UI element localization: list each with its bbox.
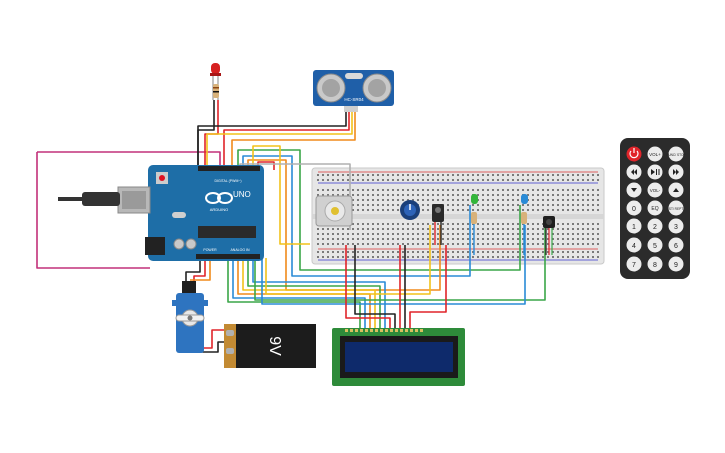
- breadboard[interactable]: [311, 167, 605, 265]
- wire-lcd-6: [252, 258, 386, 330]
- remote-0-button[interactable]: 0: [626, 200, 642, 216]
- battery-9v[interactable]: 9V: [224, 324, 316, 368]
- remote-1-button[interactable]: 1: [626, 218, 642, 234]
- remote-next-button[interactable]: [668, 164, 684, 180]
- vol-down-label: VOL-: [650, 188, 661, 193]
- potentiometer[interactable]: [400, 200, 420, 220]
- power-label: POWER: [203, 248, 217, 252]
- wire-green-top: [237, 149, 521, 271]
- wire-lcd-black-a: [354, 245, 396, 330]
- digit-label: 7: [632, 262, 636, 269]
- wire-servo-black: [185, 258, 201, 282]
- remote-9-button[interactable]: 9: [668, 256, 684, 272]
- wires: [36, 100, 546, 353]
- red-led[interactable]: [210, 63, 221, 100]
- func-stop-label: FUNC/ STOP: [666, 153, 685, 157]
- board-model: UNO: [233, 190, 251, 199]
- st-rept-label: ST/ REPT: [669, 207, 683, 211]
- microcontroller-chip: [198, 226, 256, 238]
- remote-eq-button[interactable]: EQ: [647, 200, 663, 216]
- fast-forward-icon: [673, 169, 679, 175]
- green-led-resistor: [471, 212, 477, 224]
- digit-label: 5: [653, 243, 657, 250]
- remote-up-button[interactable]: [668, 182, 684, 198]
- remote-play-pause-button[interactable]: [647, 164, 663, 180]
- ir-receiver[interactable]: [543, 216, 555, 255]
- wire-blue-top: [242, 155, 471, 277]
- wire-magenta-loop: [36, 151, 221, 269]
- wire-lcd-4: [242, 258, 376, 330]
- wire-orange-top: [247, 159, 441, 291]
- remote-prev-button[interactable]: [626, 164, 642, 180]
- rewind-icon: [631, 169, 637, 175]
- remote-vol-up-button[interactable]: VOL+: [647, 146, 663, 162]
- green-led[interactable]: [471, 194, 478, 255]
- ir-remote[interactable]: VOL+ FUNC/ STOP VOL-: [620, 138, 690, 279]
- eq-label: EQ: [651, 206, 658, 212]
- digit-label: 0: [632, 206, 636, 213]
- wire-yellow-bottom: [265, 225, 431, 295]
- remote-2-button[interactable]: 2: [647, 218, 663, 234]
- dc-motor[interactable]: [315, 195, 353, 227]
- digital-label: DIGITAL (PWM~): [214, 179, 241, 183]
- analog-label: ANALOG IN: [230, 248, 250, 252]
- photoresistor-sensor[interactable]: [432, 204, 444, 245]
- wire-us-red: [223, 112, 350, 168]
- wire-servo-yellow: [190, 258, 211, 281]
- remote-st-rept-button[interactable]: ST/ REPT: [668, 200, 684, 216]
- wire-lcd-red-c: [409, 245, 447, 330]
- lcd-display[interactable]: [332, 328, 465, 386]
- remote-5-button[interactable]: 5: [647, 237, 663, 253]
- play-pause-icon: [651, 169, 660, 175]
- wire-lcd-5: [247, 258, 381, 330]
- remote-4-button[interactable]: 4: [626, 237, 642, 253]
- remote-func-stop-button[interactable]: FUNC/ STOP: [666, 146, 686, 162]
- digit-label: 3: [674, 224, 678, 231]
- digit-label: 1: [632, 224, 636, 231]
- remote-power-button[interactable]: [626, 146, 642, 162]
- remote-down-button[interactable]: [626, 182, 642, 198]
- wire-lcd-red-a: [345, 245, 391, 330]
- ultrasonic-label: HC-SR04: [344, 97, 364, 102]
- arduino-uno-board[interactable]: UNO ARDUINO DIGITAL (PWM~) ANALOG IN POW…: [58, 165, 264, 261]
- arduino-logo: [205, 192, 233, 204]
- lcd-screen: [345, 342, 453, 372]
- digit-label: 4: [632, 243, 636, 250]
- wire-servo-red: [193, 258, 206, 282]
- wire-us-black: [197, 112, 347, 168]
- board-brand: ARDUINO: [210, 207, 228, 212]
- servo-motor[interactable]: [172, 281, 208, 353]
- digit-label: 8: [653, 262, 657, 269]
- digit-label: 2: [653, 224, 657, 231]
- triangle-down-icon: [631, 188, 637, 192]
- remote-7-button[interactable]: 7: [626, 256, 642, 272]
- battery-label: 9V: [266, 336, 283, 356]
- digit-label: 9: [674, 262, 678, 269]
- remote-8-button[interactable]: 8: [647, 256, 663, 272]
- blue-led[interactable]: [521, 194, 528, 255]
- wire-us-orange: [231, 112, 356, 168]
- wire-blue-bottom: [261, 225, 526, 305]
- blue-led-resistor: [521, 212, 527, 224]
- triangle-up-icon: [673, 188, 679, 192]
- ultrasonic-sensor[interactable]: HC-SR04: [313, 70, 394, 112]
- usb-cable: [82, 192, 120, 206]
- vol-up-label: VOL+: [649, 152, 661, 157]
- remote-vol-down-button[interactable]: VOL-: [647, 182, 663, 198]
- wire-lcd-1: [227, 258, 361, 330]
- digit-label: 6: [674, 243, 678, 250]
- remote-6-button[interactable]: 6: [668, 237, 684, 253]
- wire-us-yellow: [206, 112, 353, 168]
- wire-battery-black: [200, 341, 228, 353]
- lcd-pins: [345, 329, 423, 332]
- wire-battery-red: [200, 329, 228, 349]
- remote-3-button[interactable]: 3: [668, 218, 684, 234]
- wire-yellow-top: [252, 145, 310, 245]
